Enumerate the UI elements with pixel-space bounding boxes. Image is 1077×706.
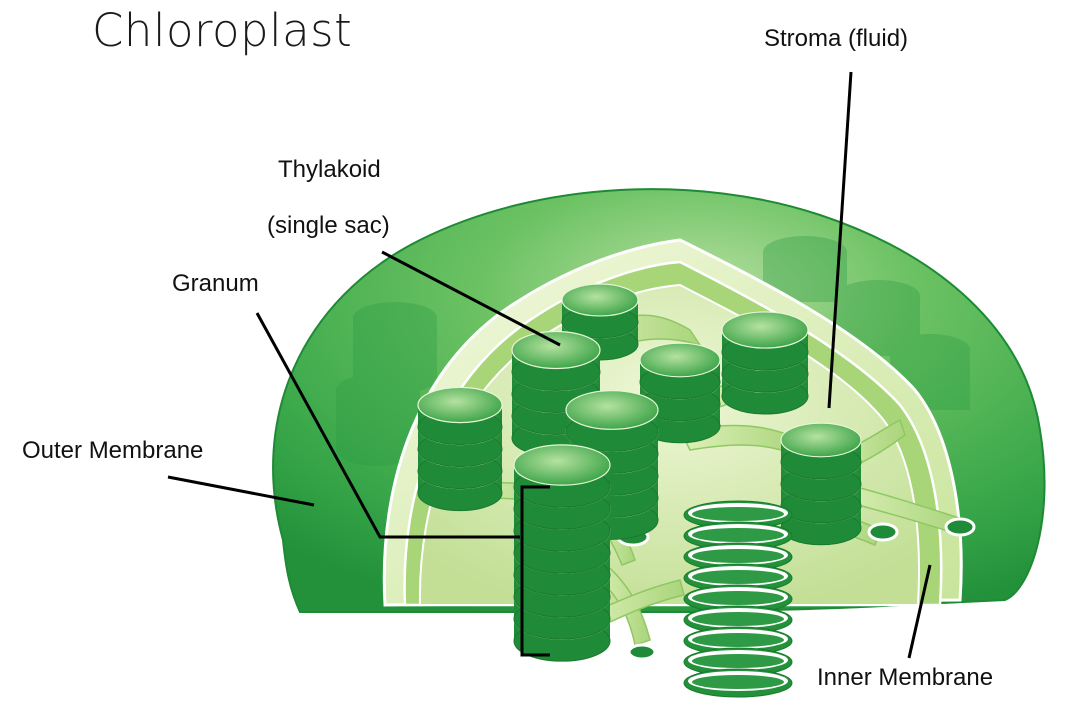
granum-label: Granum [172, 272, 259, 296]
page-title: Chloroplast [92, 6, 352, 56]
granum-stack [418, 387, 502, 510]
thylakoid-label: Thylakoid [278, 158, 381, 182]
inner-membrane-label: Inner Membrane [817, 666, 993, 690]
granum-stack [781, 423, 861, 545]
outer-membrane-label: Outer Membrane [22, 439, 203, 463]
stroma-label: Stroma (fluid) [764, 27, 908, 51]
granum-stack-labeled [514, 445, 610, 661]
cut-open-granum [684, 501, 792, 697]
granum-stack [722, 312, 808, 414]
thylakoid-sublabel: (single sac) [267, 214, 390, 238]
